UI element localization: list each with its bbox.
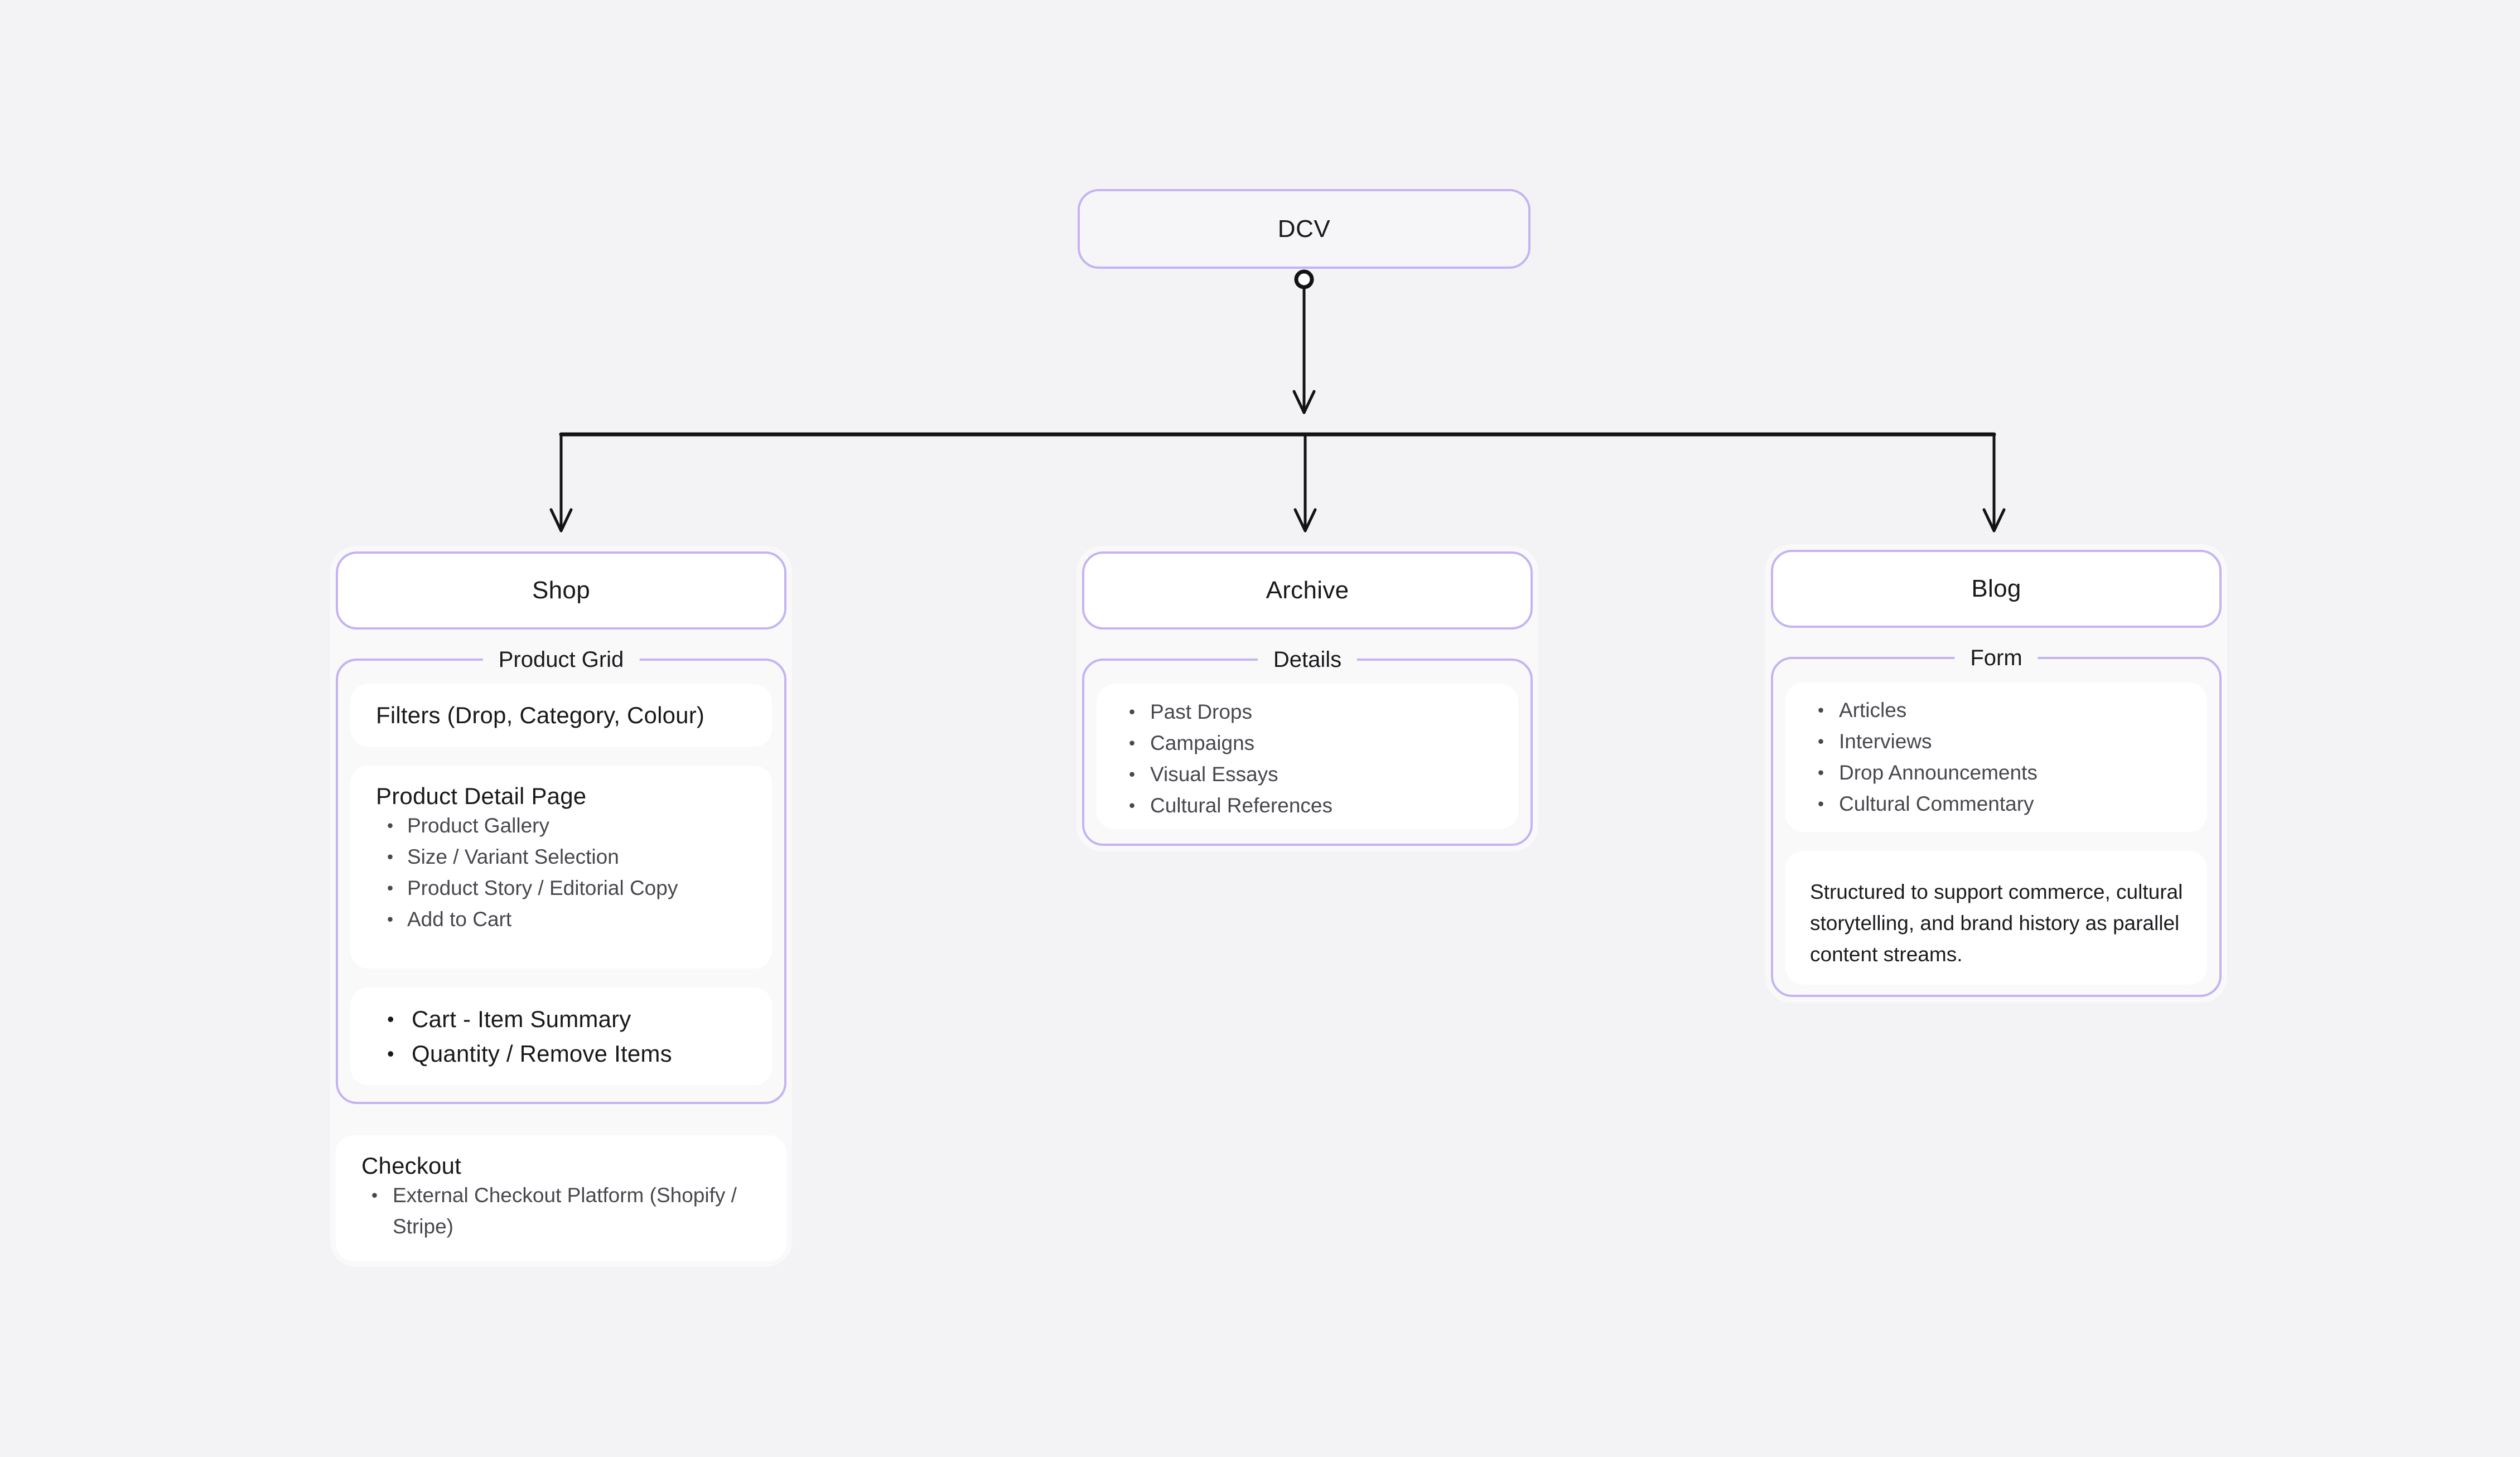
column-shop: Shop Product Grid Filters (Drop, Categor… <box>330 546 792 1267</box>
node-archive[interactable]: Archive <box>1082 551 1533 630</box>
connector-origin-dot <box>1294 269 1314 289</box>
list-item: External Checkout Platform (Shopify / St… <box>361 1180 764 1242</box>
card-title: Checkout <box>361 1153 462 1179</box>
column-archive: Archive Details Past Drops Campaigns Vis… <box>1076 546 1538 851</box>
arrowhead-icon <box>1982 508 2006 533</box>
list-item: Cultural Commentary <box>1785 788 2207 820</box>
group-product-grid[interactable]: Product Grid Filters (Drop, Category, Co… <box>336 646 786 1104</box>
list-item: Interviews <box>1785 726 2207 757</box>
node-blog[interactable]: Blog <box>1771 550 2222 628</box>
arrowhead-icon <box>1293 508 1317 533</box>
root-node-label: DCV <box>1277 215 1331 243</box>
list-item: Visual Essays <box>1097 759 1518 790</box>
arrowhead-icon <box>549 508 573 533</box>
card-filters[interactable]: Filters (Drop, Category, Colour) <box>350 684 772 747</box>
list-item: Articles <box>1785 695 2207 726</box>
group-form[interactable]: Form Articles Interviews Drop Announceme… <box>1771 645 2222 997</box>
list-item: Product Gallery <box>376 810 755 841</box>
arrowhead-icon <box>1292 390 1316 414</box>
node-label: Shop <box>532 577 590 604</box>
node-shop[interactable]: Shop <box>336 551 786 630</box>
card-blog-note[interactable]: Structured to support commerce, cultural… <box>1785 851 2207 985</box>
list-item: Drop Announcements <box>1785 757 2207 788</box>
root-node-dcv[interactable]: DCV <box>1078 189 1531 269</box>
list-item: Add to Cart <box>376 904 755 935</box>
group-label-form: Form <box>1954 645 2038 672</box>
product-detail-list: Product Gallery Size / Variant Selection… <box>376 810 755 935</box>
card-filters-label: Filters (Drop, Category, Colour) <box>376 702 705 728</box>
card-title: Product Detail Page <box>376 783 587 809</box>
card-product-detail-page[interactable]: Product Detail Page Product Gallery Size… <box>350 766 772 969</box>
list-item: Cart - Item Summary <box>373 1002 755 1037</box>
column-blog: Blog Form Articles Interviews Drop Annou… <box>1765 544 2227 1003</box>
group-details[interactable]: Details Past Drops Campaigns Visual Essa… <box>1082 646 1533 846</box>
blog-note-text: Structured to support commerce, cultural… <box>1810 880 2183 966</box>
checkout-list: External Checkout Platform (Shopify / St… <box>361 1180 764 1242</box>
archive-list: Past Drops Campaigns Visual Essays Cultu… <box>1097 696 1518 821</box>
card-archive-details[interactable]: Past Drops Campaigns Visual Essays Cultu… <box>1097 684 1518 829</box>
list-item: Past Drops <box>1097 696 1518 728</box>
list-item: Cultural References <box>1097 790 1518 821</box>
blog-list: Articles Interviews Drop Announcements C… <box>1785 695 2207 820</box>
node-label: Archive <box>1266 577 1349 604</box>
card-cart[interactable]: Cart - Item Summary Quantity / Remove It… <box>350 988 772 1085</box>
cart-list: Cart - Item Summary Quantity / Remove It… <box>373 1002 755 1071</box>
node-label: Blog <box>1971 575 2021 602</box>
group-label-details: Details <box>1257 646 1358 674</box>
card-checkout[interactable]: Checkout External Checkout Platform (Sho… <box>336 1135 786 1261</box>
list-item: Product Story / Editorial Copy <box>376 873 755 904</box>
list-item: Campaigns <box>1097 728 1518 759</box>
card-blog-topics[interactable]: Articles Interviews Drop Announcements C… <box>1785 682 2207 832</box>
list-item: Quantity / Remove Items <box>373 1037 755 1071</box>
list-item: Size / Variant Selection <box>376 841 755 873</box>
group-label-product-grid: Product Grid <box>482 646 640 674</box>
